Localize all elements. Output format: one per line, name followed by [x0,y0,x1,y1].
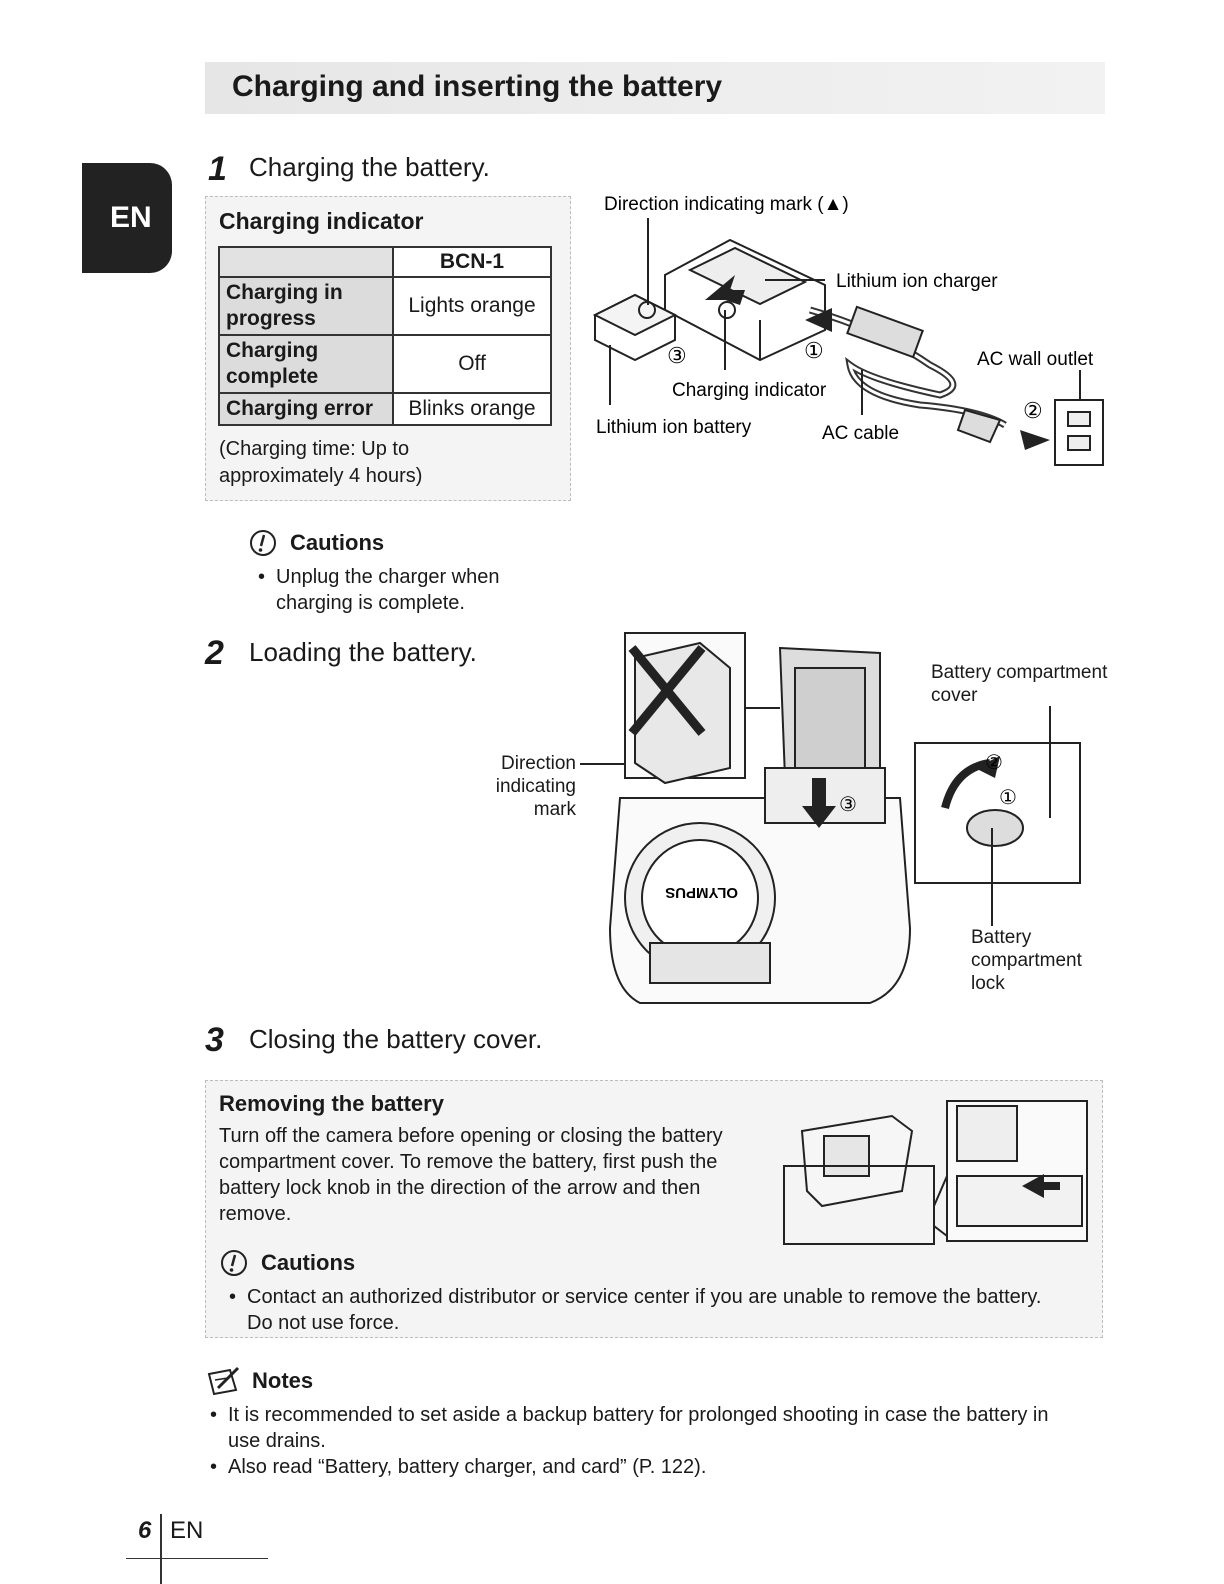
cautions-block-2: Cautions Contact an authorized distribut… [219,1248,1065,1336]
x-mark-icon [628,645,706,736]
footer-rule [126,1558,268,1559]
page-title: Charging and inserting the battery [232,70,723,103]
indicator-light-icon [718,301,736,319]
list-item: Unplug the charger when charging is comp… [254,564,544,616]
step-3-number: 3 [205,1021,224,1059]
notes-heading: Notes [252,1368,314,1393]
row-label: Charging in progress [218,276,394,336]
direction-mark-label: Direction indicating mark (▲) [604,194,849,215]
compartment-cover-label: Battery compartment cover [931,662,1108,706]
charging-indicator-heading: Charging indicator [219,208,424,234]
table-corner-cell [218,246,394,278]
cautions-heading: Cautions [261,1250,356,1275]
table-row: Charging error Blinks orange [218,392,552,426]
charging-indicator-table: BCN-1 Charging in progress Lights orange… [218,246,552,426]
arrow-icon [1022,1174,1060,1198]
step-marker-1: ① [999,787,1017,809]
row-value: Lights orange [392,276,552,336]
step-1-number: 1 [208,150,227,188]
footer-divider [160,1514,162,1584]
list-item: It is recommended to set aside a backup … [206,1402,1066,1454]
compartment-lock-label: Battery compartment lock [971,927,1082,994]
row-label: Charging complete [218,334,394,394]
language-tab: EN [82,163,172,273]
cautions-heading: Cautions [290,530,385,555]
charger-diagram: Direction indicating mark (▲) Lithium io… [592,194,1104,466]
row-value: Off [392,334,552,394]
step-marker-3: ③ [667,343,687,368]
caution-icon [221,1250,247,1276]
row-label: Charging error [218,392,394,426]
column-header: BCN-1 [392,246,552,278]
table-row: Charging in progress Lights orange [218,276,552,336]
title-banner [205,62,1105,114]
list-item: Contact an authorized distributor or ser… [225,1284,1065,1336]
step-3-title: Closing the battery cover. [249,1024,543,1054]
step-marker-2: ② [985,752,1003,774]
cautions-block-1: Cautions Unplug the charger when chargin… [248,528,544,616]
footer-language: EN [170,1517,204,1544]
list-item: Also read “Battery, battery charger, and… [206,1454,1066,1480]
notes-list: It is recommended to set aside a backup … [206,1402,1066,1480]
direction-mark-icon [638,301,656,319]
camera-diagram: OLYMPUS ③ ② ① [580,632,1081,1004]
removing-heading: Removing the battery [219,1091,444,1116]
table-row: BCN-1 [218,246,552,278]
charging-indicator-label: Charging indicator [672,380,827,401]
caution-icon [250,530,276,556]
direction-mark-label-2: Direction indicating mark [495,753,576,820]
battery-removal-diagram [783,1100,1088,1245]
step-1-title: Charging the battery. [249,152,490,182]
step-2-number: 2 [205,634,224,672]
charger-label: Lithium ion charger [836,271,998,292]
notes-icon [207,1366,240,1396]
arrow-icon [802,756,1000,828]
step-marker-2: ② [1023,398,1043,423]
row-value: Blinks orange [392,392,552,426]
notes-block: Notes It is recommended to set aside a b… [206,1366,1066,1480]
battery-label: Lithium ion battery [596,417,752,438]
camera-brand-logo: OLYMPUS [665,884,738,901]
page-number: 6 [138,1517,152,1544]
step-marker-3: ③ [839,794,857,816]
wall-outlet-label: AC wall outlet [977,349,1094,370]
table-row: Charging complete Off [218,334,552,394]
arrow-icon [705,275,1050,450]
removing-text: Turn off the camera before opening or cl… [219,1125,723,1225]
charging-time-note: (Charging time: Up to approximately 4 ho… [219,438,423,487]
language-tab-label: EN [110,201,152,234]
cautions-list: Unplug the charger when charging is comp… [254,564,544,616]
step-marker-1: ① [804,338,824,363]
cautions-list: Contact an authorized distributor or ser… [225,1284,1065,1336]
step-2-title: Loading the battery. [249,637,477,667]
ac-cable-label: AC cable [822,423,899,444]
